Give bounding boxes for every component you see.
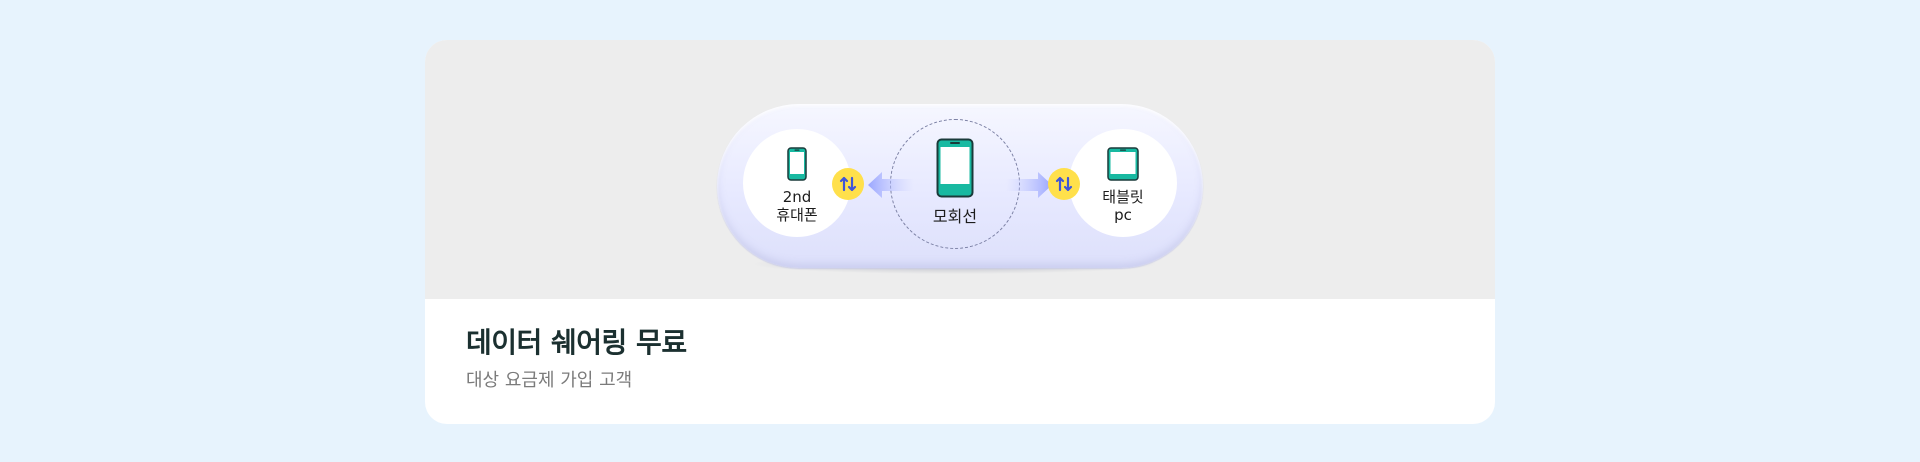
arrow-right-icon xyxy=(1006,172,1052,198)
card-subtitle: 대상 요금제 가입 고객 xyxy=(466,370,633,391)
second-phone-label: 2nd 휴대폰 xyxy=(776,188,818,224)
tablet-label: 태블릿 pc xyxy=(1102,188,1144,224)
main-line-label: 모회선 xyxy=(932,207,978,226)
swap-badge-right xyxy=(1048,168,1080,200)
swap-arrows-icon xyxy=(839,176,857,192)
data-sharing-illustration: 2nd 휴대폰 모회선 태블릿 pc xyxy=(425,40,1495,299)
tablet-icon xyxy=(1107,147,1139,181)
data-sharing-card[interactable]: 2nd 휴대폰 모회선 태블릿 pc 데이터 쉐어링 무료 대상 요금제 가입 … xyxy=(425,40,1495,424)
phone-icon xyxy=(787,147,807,181)
card-title: 데이터 쉐어링 무료 xyxy=(466,326,687,359)
tablet-node xyxy=(1069,129,1177,237)
card-text-area: 데이터 쉐어링 무료 대상 요금제 가입 고객 xyxy=(425,299,1495,424)
swap-arrows-icon xyxy=(1055,176,1073,192)
swap-badge-left xyxy=(832,168,864,200)
arrow-left-icon xyxy=(868,172,914,198)
main-phone-icon xyxy=(936,138,974,198)
